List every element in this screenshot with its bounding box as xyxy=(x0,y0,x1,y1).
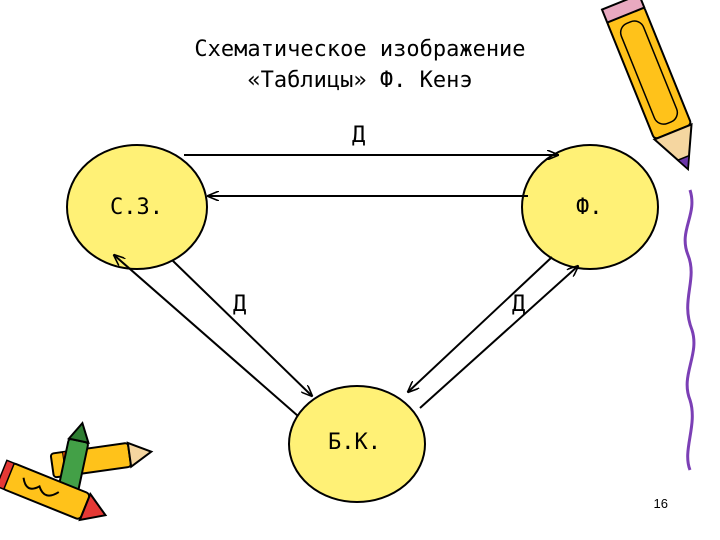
node-bottom-label: Б.К. xyxy=(328,430,381,455)
arrow-bottom-to-left xyxy=(114,255,299,417)
crayons-icon xyxy=(0,421,154,522)
page-title: Схематическое изображение «Таблицы» Ф. К… xyxy=(100,34,620,96)
arrow-bottom-to-right xyxy=(419,266,578,409)
page-number: 16 xyxy=(653,496,668,511)
edge-label-top: Д xyxy=(352,123,366,148)
node-left-label: С.З. xyxy=(110,195,163,220)
edge-label-right: Д xyxy=(512,292,526,317)
title-line-2: «Таблицы» Ф. Кенэ xyxy=(247,68,473,93)
title-line-1: Схематическое изображение xyxy=(194,37,526,62)
pencil-icon xyxy=(600,0,693,172)
node-right-label: Ф. xyxy=(576,195,603,220)
arrow-right-to-bottom xyxy=(408,256,553,392)
node-left xyxy=(66,144,208,270)
wavy-line xyxy=(683,189,696,471)
edge-label-left: Д xyxy=(233,292,247,317)
arrow-left-to-bottom xyxy=(171,259,312,396)
node-bottom xyxy=(288,385,426,503)
node-right xyxy=(521,144,659,270)
